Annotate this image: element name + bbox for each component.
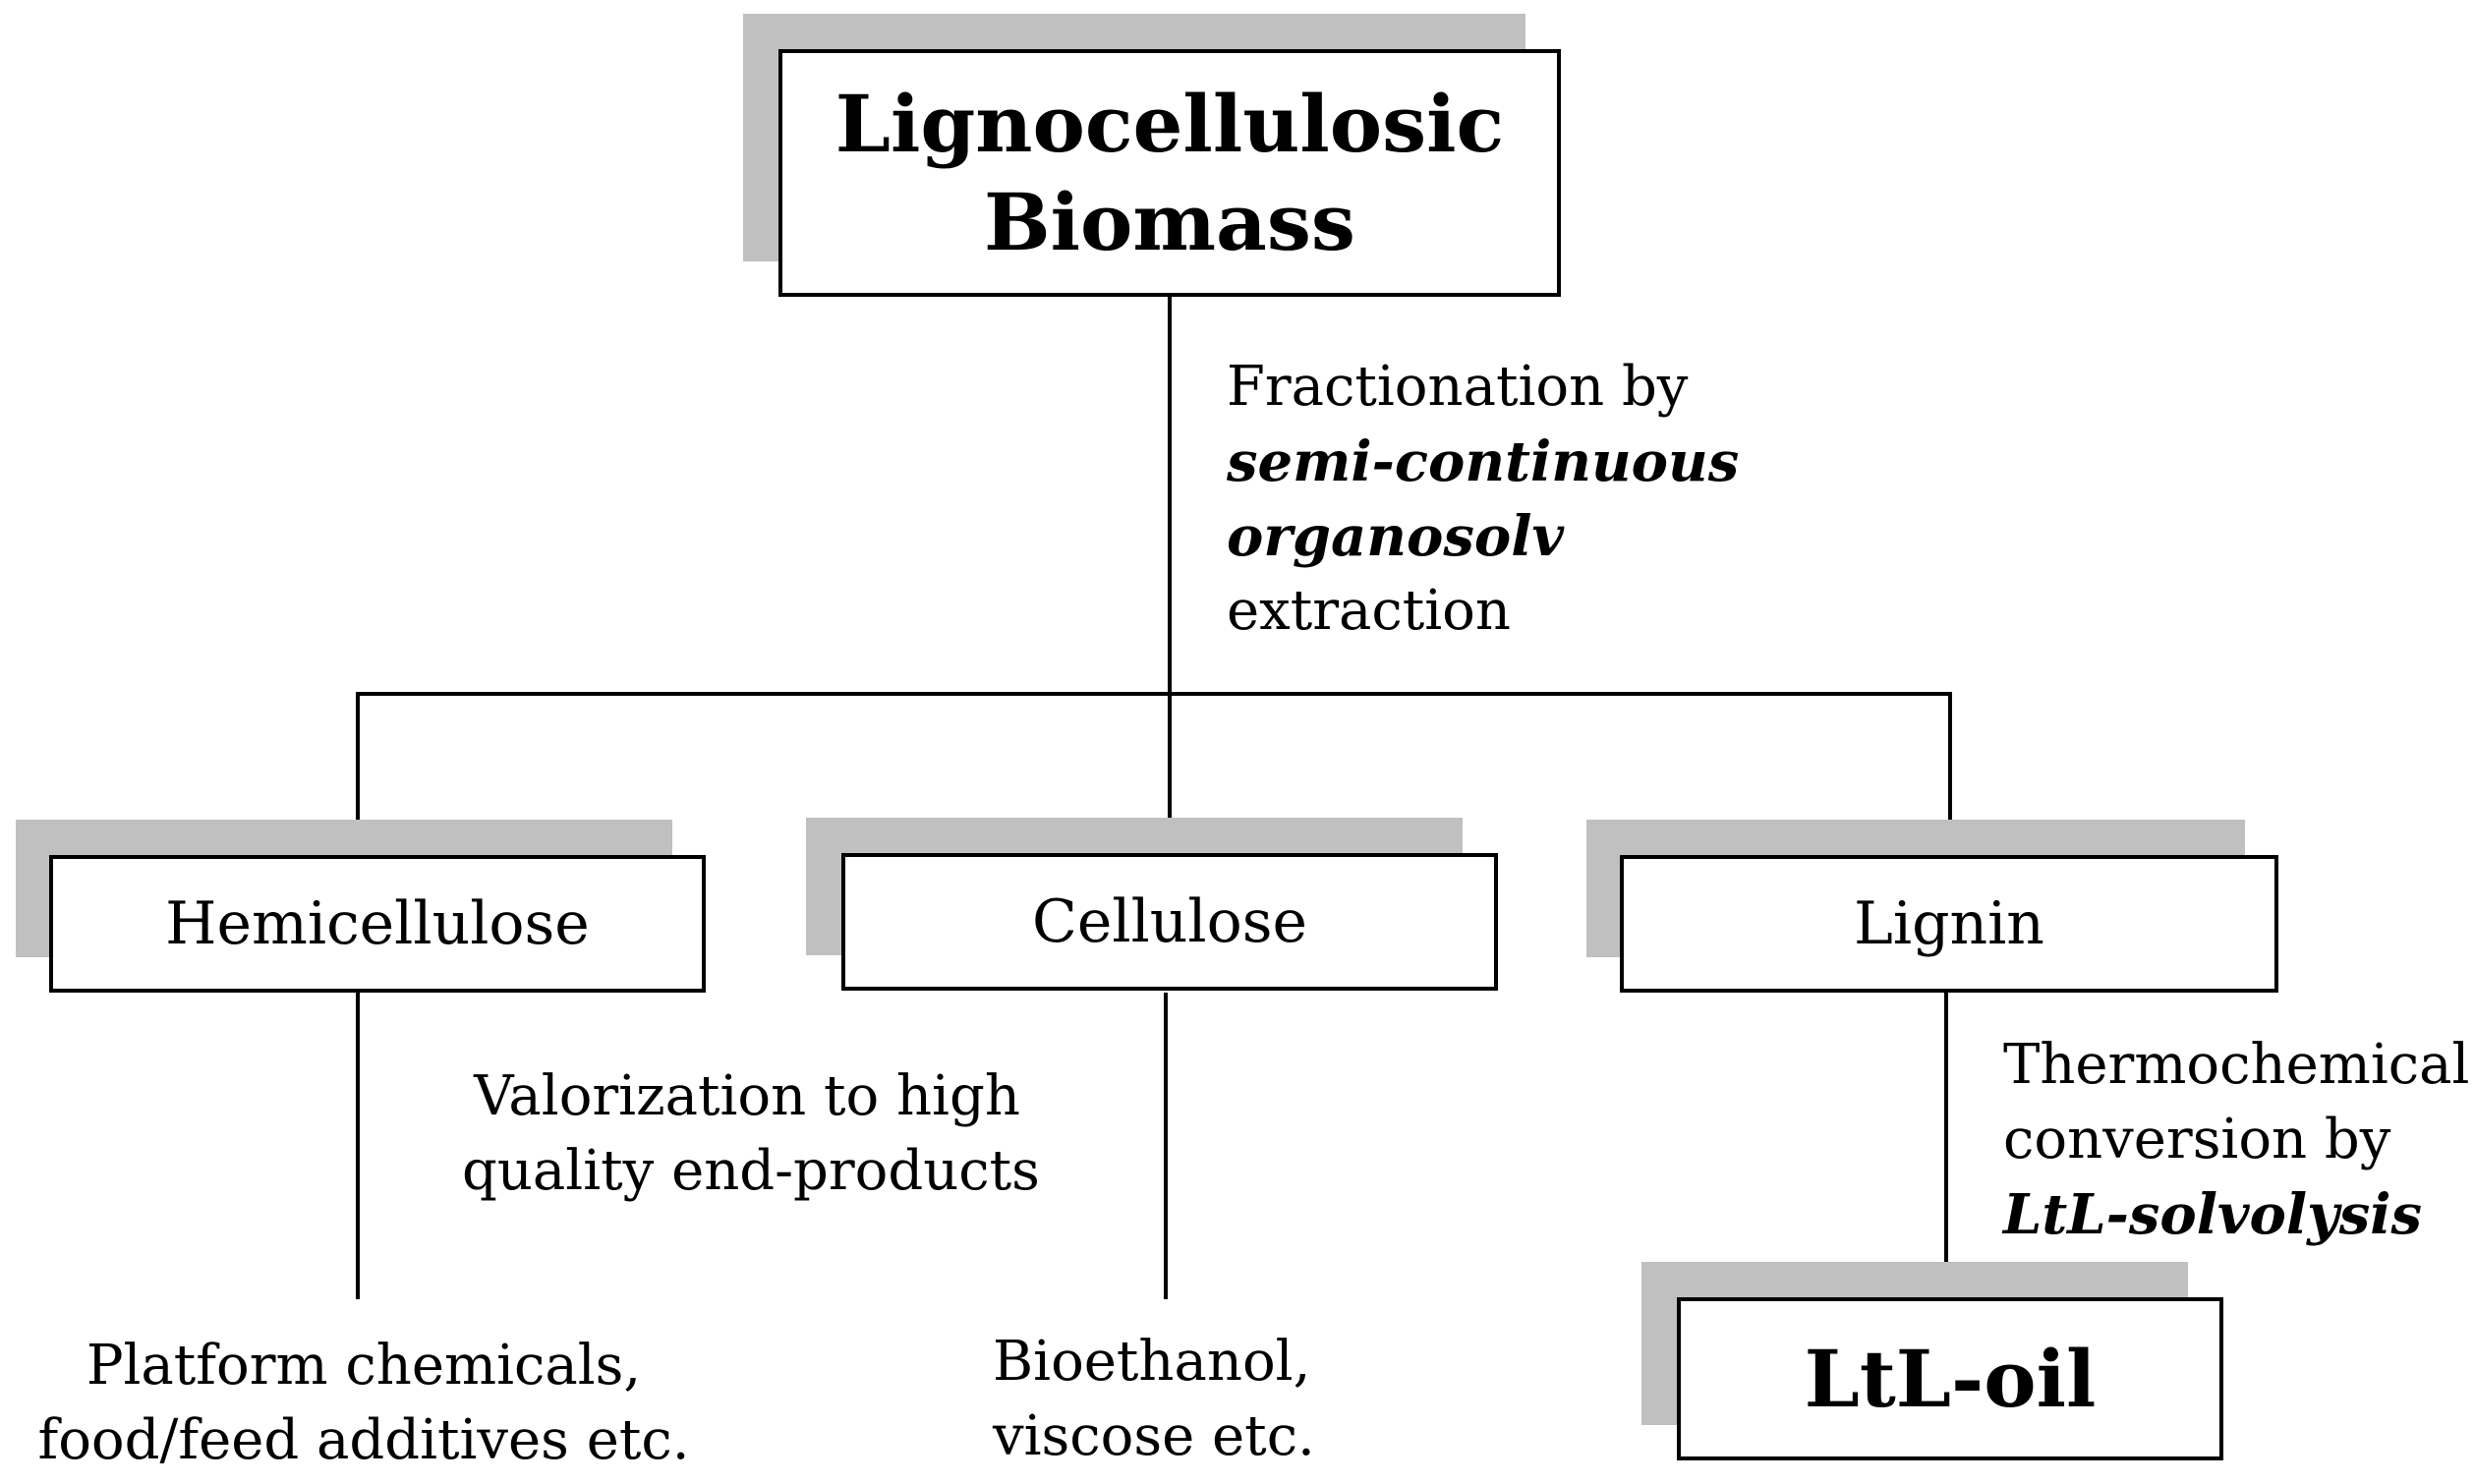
hemicellulose-product-line	[356, 993, 360, 1299]
conversion-label: Thermochemical conversion by LtL-solvoly…	[2003, 1028, 2469, 1252]
output-box: LtL-oil	[1677, 1297, 2223, 1460]
root-box: Lignocellulosic Biomass	[778, 49, 1561, 297]
branch-horizontal-line	[356, 692, 1952, 696]
hemicellulose-products: Platform chemicals, food/feed additives …	[29, 1329, 698, 1478]
lignin-oil-line	[1944, 993, 1948, 1297]
conversion-line2: conversion by	[2003, 1108, 2391, 1171]
fractionation-line4: extraction	[1227, 579, 1511, 643]
cellulose-label: Cellulose	[1031, 887, 1308, 956]
root-trunk-line	[1168, 295, 1172, 696]
fractionation-line2: semi-continuous	[1227, 429, 1740, 494]
fractionation-line3: organosolv	[1227, 504, 1565, 569]
hemicellulose-products-line1: Platform chemicals,	[86, 1334, 642, 1398]
fractionation-label: Fractionation by semi-continuous organos…	[1227, 350, 1739, 649]
cellulose-products-line1: Bioethanol,	[993, 1330, 1311, 1394]
root-title-line2: Biomass	[984, 176, 1355, 268]
cellulose-box: Cellulose	[841, 853, 1498, 991]
output-label: LtL-oil	[1804, 1333, 2097, 1425]
valorization-label: Valorization to high quality end-product…	[462, 1059, 1040, 1209]
branch-cellulose-line	[1168, 692, 1172, 859]
conversion-line1: Thermochemical	[2003, 1033, 2470, 1097]
hemicellulose-products-line2: food/feed additives etc.	[37, 1408, 690, 1472]
lignin-label: Lignin	[1854, 889, 2044, 958]
cellulose-product-line	[1164, 993, 1168, 1299]
valorization-line1: Valorization to high	[474, 1064, 1020, 1128]
cellulose-products-line2: viscose etc.	[993, 1404, 1315, 1468]
valorization-line2: quality end-products	[462, 1139, 1040, 1203]
lignin-box: Lignin	[1620, 855, 2278, 993]
cellulose-products: Bioethanol, viscose etc.	[993, 1325, 1315, 1474]
root-title-line1: Lignocellulosic	[834, 78, 1505, 170]
hemicellulose-label: Hemicellulose	[165, 889, 590, 958]
branch-hemicellulose-line	[356, 692, 360, 859]
hemicellulose-box: Hemicellulose	[49, 855, 706, 993]
fractionation-line1: Fractionation by	[1227, 355, 1689, 419]
conversion-line3: LtL-solvolysis	[2003, 1182, 2423, 1247]
branch-lignin-line	[1948, 692, 1952, 859]
